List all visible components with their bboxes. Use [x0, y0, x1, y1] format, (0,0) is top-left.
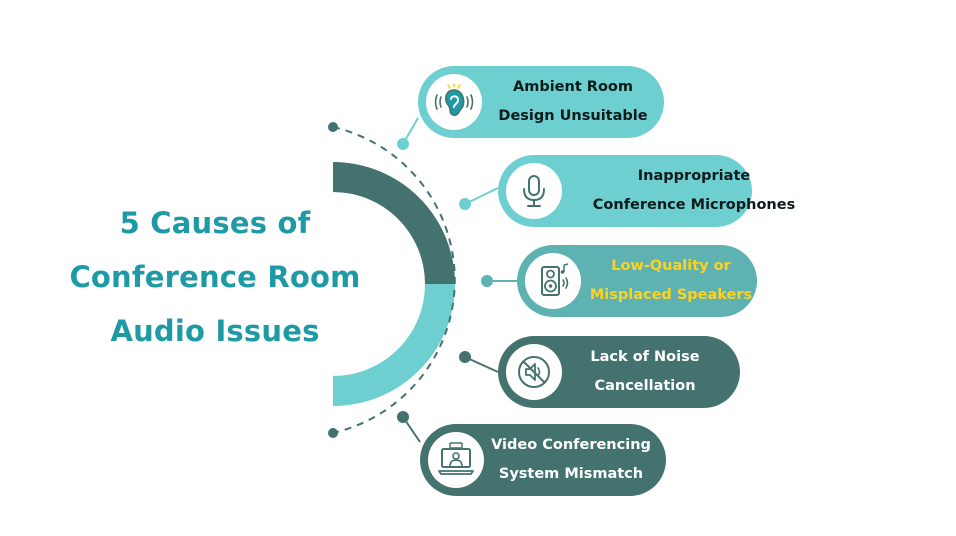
- ring-bottom-half: [333, 284, 455, 406]
- connector-dot-4: [459, 351, 471, 363]
- connector-dot-2: [459, 198, 471, 210]
- cause-1-line-2: Design Unsuitable: [498, 108, 648, 124]
- connector-dot-3: [481, 275, 493, 287]
- cause-label-5: Video Conferencing System Mismatch: [486, 424, 656, 496]
- cause-2-line-1: Inappropriate: [637, 168, 751, 184]
- cause-4-line-1: Lack of Noise: [590, 349, 700, 365]
- arc-end-dot-bottom: [328, 428, 338, 438]
- title-line-1: 5 Causes of: [119, 206, 311, 240]
- ear-sound-icon: [434, 83, 474, 116]
- ring-top-half: [333, 162, 455, 284]
- icon-badge-5: [428, 432, 484, 488]
- arc-end-dot-top: [328, 122, 338, 132]
- title-line-2: Conference Room: [69, 260, 361, 294]
- speaker-icon: [541, 263, 569, 296]
- cause-5-line-1: Video Conferencing: [491, 437, 651, 453]
- microphone-icon: [523, 175, 545, 207]
- cause-2-line-2: Conference Microphones: [592, 197, 796, 213]
- cause-item-5: Video Conferencing System Mismatch: [420, 424, 666, 496]
- connector-2: [464, 187, 499, 205]
- icon-badge-2: [506, 163, 562, 219]
- connector-dot-5: [397, 411, 409, 423]
- cause-label-3: Low-Quality or Misplaced Speakers: [585, 245, 757, 317]
- icon-badge-3: [525, 253, 581, 309]
- icon-badge-1: [426, 74, 482, 130]
- connector-dot-1: [397, 138, 409, 150]
- cause-3-line-1: Low-Quality or: [611, 258, 731, 274]
- cause-label-1: Ambient Room Design Unsuitable: [490, 66, 656, 138]
- title-line-3: Audio Issues: [110, 314, 320, 348]
- cause-label-2: Inappropriate Conference Microphones: [578, 155, 810, 227]
- cause-5-line-2: System Mismatch: [498, 466, 644, 482]
- cause-3-line-2: Misplaced Speakers: [589, 287, 753, 303]
- icon-badge-4: [506, 344, 562, 400]
- connector-4: [464, 356, 499, 373]
- cause-item-4: Lack of Noise Cancellation: [498, 336, 740, 408]
- no-sound-icon: [518, 356, 550, 388]
- cause-label-4: Lack of Noise Cancellation: [570, 336, 720, 408]
- cause-item-2: Inappropriate Conference Microphones: [498, 155, 795, 227]
- cause-4-line-2: Cancellation: [594, 378, 696, 394]
- dashed-arc: [332, 126, 456, 434]
- cause-item-3: Low-Quality or Misplaced Speakers: [517, 245, 757, 317]
- cause-1-line-1: Ambient Room: [512, 79, 633, 95]
- infographic-title: 5 Causes of Conference Room Audio Issues: [60, 196, 370, 358]
- video-conference-icon: [438, 442, 474, 475]
- cause-item-1: Ambient Room Design Unsuitable: [418, 66, 664, 138]
